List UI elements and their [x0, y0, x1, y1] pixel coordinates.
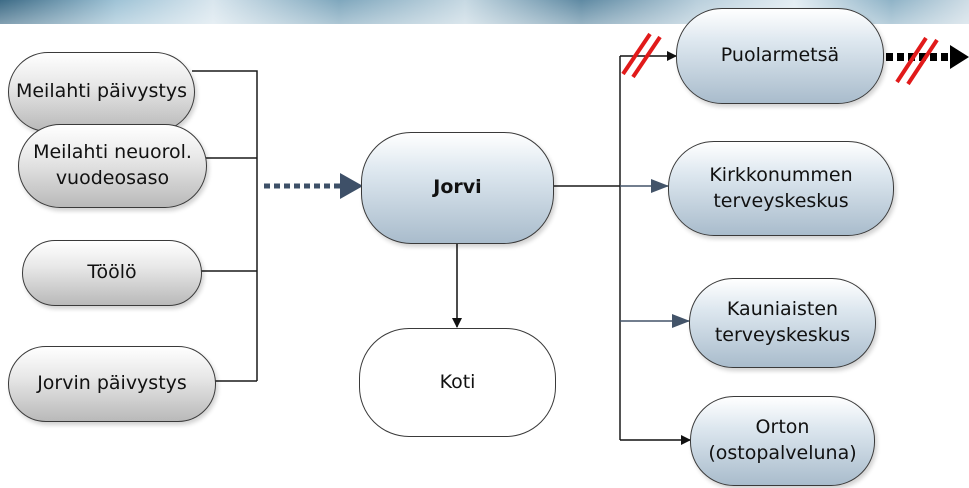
right-branch [553, 56, 621, 440]
node-jorvin-paivystys: Jorvin päivystys [8, 346, 216, 422]
blocked-mark-right [895, 36, 939, 86]
node-kauniainen: Kauniaisten terveyskeskus [689, 278, 876, 368]
node-meilahti-paivystys: Meilahti päivystys [8, 52, 195, 132]
left-bracket [192, 70, 258, 382]
node-kirkkonummi: Kirkkonummen terveyskeskus [668, 141, 894, 236]
dotted-arrow-out [886, 45, 969, 69]
dotted-arrow-to-jorvi [264, 173, 363, 199]
node-koti: Koti [359, 328, 556, 437]
node-orton: Orton (ostopalveluna) [690, 396, 875, 486]
blocked-mark-left [621, 32, 662, 79]
node-toolo: Töölö [22, 240, 202, 306]
node-meilahti-neurol: Meilahti neuorol. vuodeosaso [18, 124, 207, 208]
node-puolarmetsa: Puolarmetsä [676, 8, 884, 104]
node-jorvi: Jorvi [361, 132, 554, 244]
